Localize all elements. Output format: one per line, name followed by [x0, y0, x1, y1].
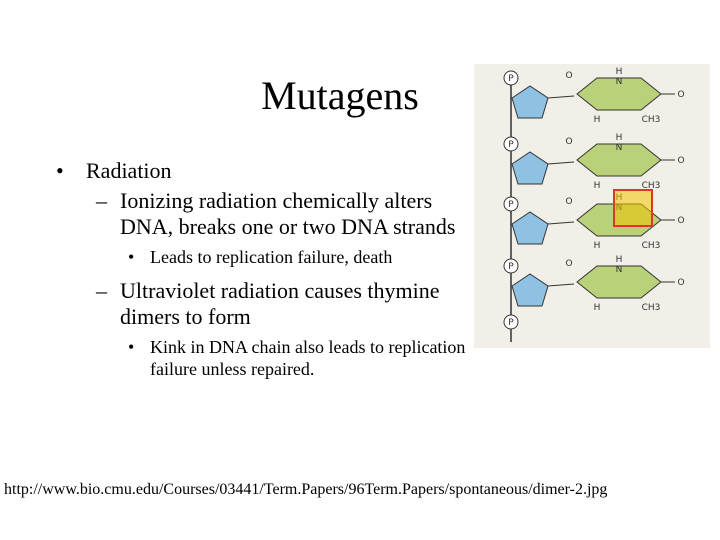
bullet-text: Ionizing radiation chemically alters DNA… — [120, 188, 456, 239]
bullet-ionizing-sub: • Leads to replication failure, death — [128, 246, 476, 268]
source-url: http://www.bio.cmu.edu/Courses/03441/Ter… — [4, 481, 608, 498]
bullet-ionizing: – Ionizing radiation chemically alters D… — [96, 188, 476, 240]
methyl-label: CH3 — [642, 181, 661, 191]
oxygen-label: O — [565, 259, 572, 269]
oxygen-label: O — [565, 71, 572, 81]
bullet-dot: • — [56, 158, 64, 183]
oxygen-label: O — [677, 90, 684, 100]
phosphate-label: P — [508, 262, 514, 272]
bullet-radiation: • Radiation — [56, 158, 476, 184]
bullet-uv: – Ultraviolet radiation causes thymine d… — [96, 278, 476, 330]
bullet-dash: – — [96, 188, 107, 213]
bullet-uv-sub: • Kink in DNA chain also leads to replic… — [128, 336, 476, 380]
sugar-ring — [511, 85, 549, 119]
phosphate-circle — [503, 136, 519, 152]
oxygen-label: O — [677, 156, 684, 166]
bullet-text: Ultraviolet radiation causes thymine dim… — [120, 278, 440, 329]
bullet-text: Kink in DNA chain also leads to replicat… — [150, 337, 466, 379]
bullet-dash: – — [96, 278, 107, 303]
methyl-label: CH3 — [642, 115, 661, 125]
thymine-dimer-figure: PHNOOCH3HPHNOOCH3HPHNOOCH3HPHNOOCH3HP — [474, 64, 710, 348]
hydrogen-label: H — [594, 241, 601, 251]
oxygen-label: O — [677, 278, 684, 288]
dimer-bond-box — [613, 189, 653, 227]
glycosidic-bond — [547, 221, 575, 225]
hydrogen-label: H — [616, 255, 623, 265]
oxygen-label: O — [565, 197, 572, 207]
dimer-highlight — [614, 190, 652, 226]
hydrogen-label: H — [616, 133, 623, 143]
bullet-dot: • — [128, 337, 135, 357]
sugar-ring — [511, 273, 549, 307]
bullet-dot: • — [128, 247, 135, 267]
hydrogen-label: H — [594, 115, 601, 125]
nitrogen-label: N — [616, 77, 623, 87]
dna-diagram: PHNOOCH3HPHNOOCH3HPHNOOCH3HPHNOOCH3HP — [503, 67, 685, 342]
sugar-ring — [511, 211, 549, 245]
phosphate-label: P — [508, 140, 514, 150]
hydrogen-label: H — [616, 67, 623, 77]
methyl-label: CH3 — [642, 303, 661, 313]
nitrogen-label: N — [616, 265, 623, 275]
phosphate-circle — [503, 70, 519, 86]
phosphate-label: P — [508, 74, 514, 84]
slide-title: Mutagens — [261, 73, 419, 118]
glycosidic-bond — [547, 161, 575, 165]
bullet-text: Leads to replication failure, death — [150, 247, 393, 267]
phosphate-circle — [503, 258, 519, 274]
hydrogen-label: H — [594, 303, 601, 313]
glycosidic-bond — [547, 95, 575, 99]
bullet-text: Radiation — [86, 158, 172, 183]
oxygen-label: O — [677, 216, 684, 226]
slide-content: • Radiation – Ionizing radiation chemica… — [56, 158, 476, 390]
phosphate-circle — [503, 314, 519, 330]
phosphate-circle — [503, 196, 519, 212]
sugar-ring — [511, 151, 549, 185]
glycosidic-bond — [547, 283, 575, 287]
hydrogen-label: H — [594, 181, 601, 191]
nitrogen-label: N — [616, 143, 623, 153]
methyl-label: CH3 — [642, 241, 661, 251]
phosphate-label: P — [508, 318, 514, 328]
oxygen-label: O — [565, 137, 572, 147]
phosphate-label: P — [508, 200, 514, 210]
